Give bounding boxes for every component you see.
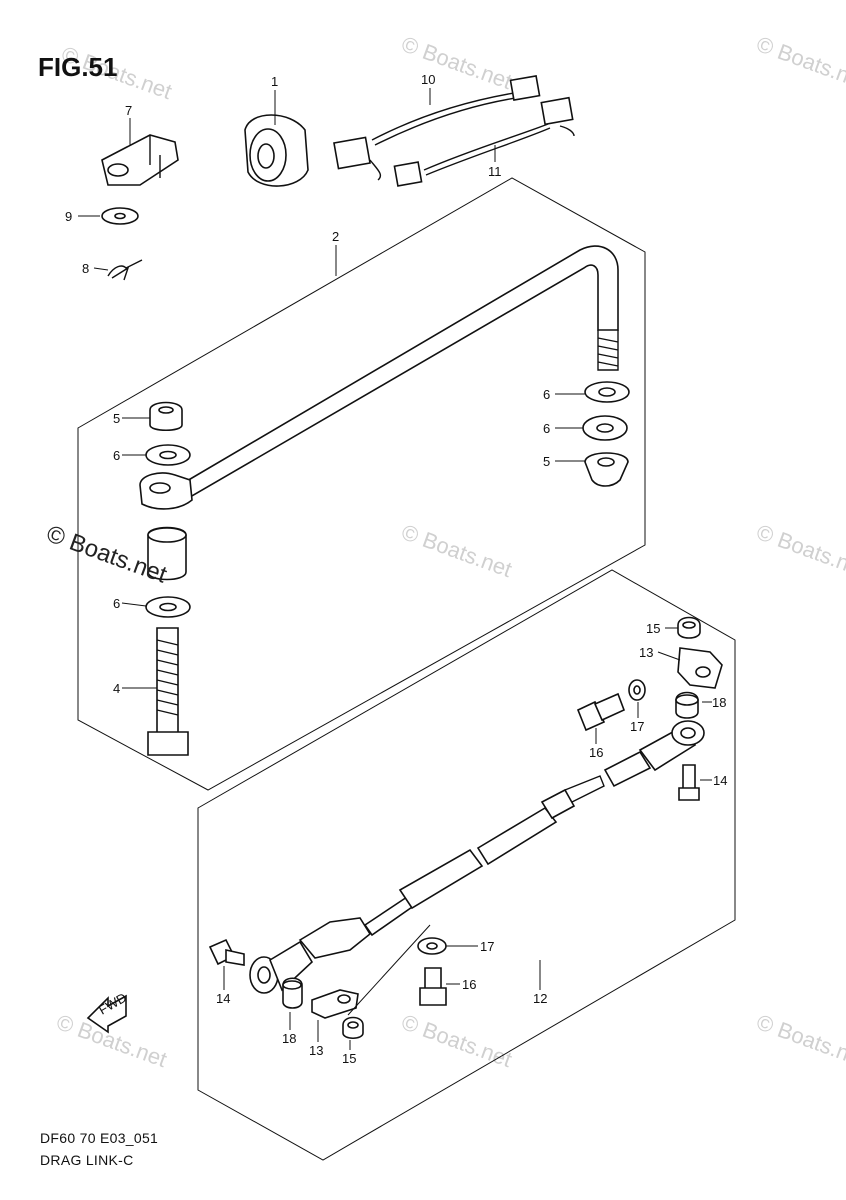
callout-5: 5 [113, 411, 120, 426]
bolt-part-4 [147, 627, 189, 756]
callout-12: 12 [533, 991, 547, 1006]
callout-16: 16 [462, 977, 476, 992]
nut-part-15 [677, 616, 701, 639]
wire-harness-part-10-11 [333, 74, 575, 187]
callout-1: 1 [271, 74, 278, 89]
bolt-part-14 [678, 764, 700, 801]
callout-17: 17 [630, 719, 644, 734]
callout-10: 10 [421, 72, 435, 87]
bracket-part-7 [101, 134, 179, 186]
washer-part-6 [145, 596, 191, 618]
washer-part-6 [582, 415, 628, 441]
leader-lines [78, 88, 712, 1050]
washer-part-17 [417, 937, 447, 955]
callout-15: 15 [646, 621, 660, 636]
callout-6: 6 [113, 448, 120, 463]
watermark-text: © Boats.net [753, 1009, 846, 1072]
assembly-box-2 [77, 177, 646, 791]
callout-17: 17 [480, 939, 494, 954]
steering-link-rod-part-12 [249, 720, 705, 994]
watermark-text: © Boats.net [398, 519, 515, 582]
callout-6: 6 [113, 596, 120, 611]
callout-2: 2 [332, 229, 339, 244]
callout-9: 9 [65, 209, 72, 224]
callout-15: 15 [342, 1051, 356, 1066]
figure-code: DF60 70 E03_051 [40, 1130, 159, 1146]
collar-part-18 [282, 977, 303, 1009]
watermark-text: © Boats.net [753, 31, 846, 94]
washer-part-17 [628, 679, 646, 701]
washer-part-9 [101, 207, 139, 225]
callout-7: 7 [125, 103, 132, 118]
callout-18: 18 [282, 1031, 296, 1046]
callout-8: 8 [82, 261, 89, 276]
watermark-text: © Boats.net [753, 519, 846, 582]
callout-18: 18 [712, 695, 726, 710]
bolt-part-14 [208, 938, 245, 966]
nut-part-5 [584, 452, 629, 487]
callout-13: 13 [309, 1043, 323, 1058]
nut-part-5 [149, 401, 183, 432]
callout-6: 6 [543, 421, 550, 436]
watermark-text: © Boats.net [398, 1009, 515, 1072]
washer-part-6 [145, 444, 191, 466]
cotter-pin-part-8 [107, 259, 143, 281]
callout-14: 14 [216, 991, 230, 1006]
drag-link-rod-part-2 [139, 245, 619, 510]
nut-part-15 [342, 1016, 364, 1040]
figure-title: FIG.51 [38, 52, 118, 82]
callout-4: 4 [113, 681, 120, 696]
callout-labels: 1 7 9 8 10 11 2 5 6 6 4 6 6 5 15 13 17 1… [65, 72, 727, 1066]
callout-5: 5 [543, 454, 550, 469]
bracket-part-13 [677, 647, 723, 689]
washer-part-6 [584, 381, 630, 403]
bracket-part-13 [311, 989, 359, 1019]
grommet-part-1 [244, 114, 309, 187]
collar-part-18 [675, 691, 699, 719]
callout-6: 6 [543, 387, 550, 402]
callout-16: 16 [589, 745, 603, 760]
assembly-box-12 [197, 569, 736, 1161]
figure-name: DRAG LINK-C [40, 1152, 134, 1168]
callout-14: 14 [713, 773, 727, 788]
watermark-text: © Boats.net [398, 31, 515, 94]
bolt-part-16 [576, 692, 626, 732]
callout-13: 13 [639, 645, 653, 660]
collar-part [147, 526, 187, 581]
callout-11: 11 [488, 164, 502, 179]
bolt-part-16 [419, 967, 447, 1006]
